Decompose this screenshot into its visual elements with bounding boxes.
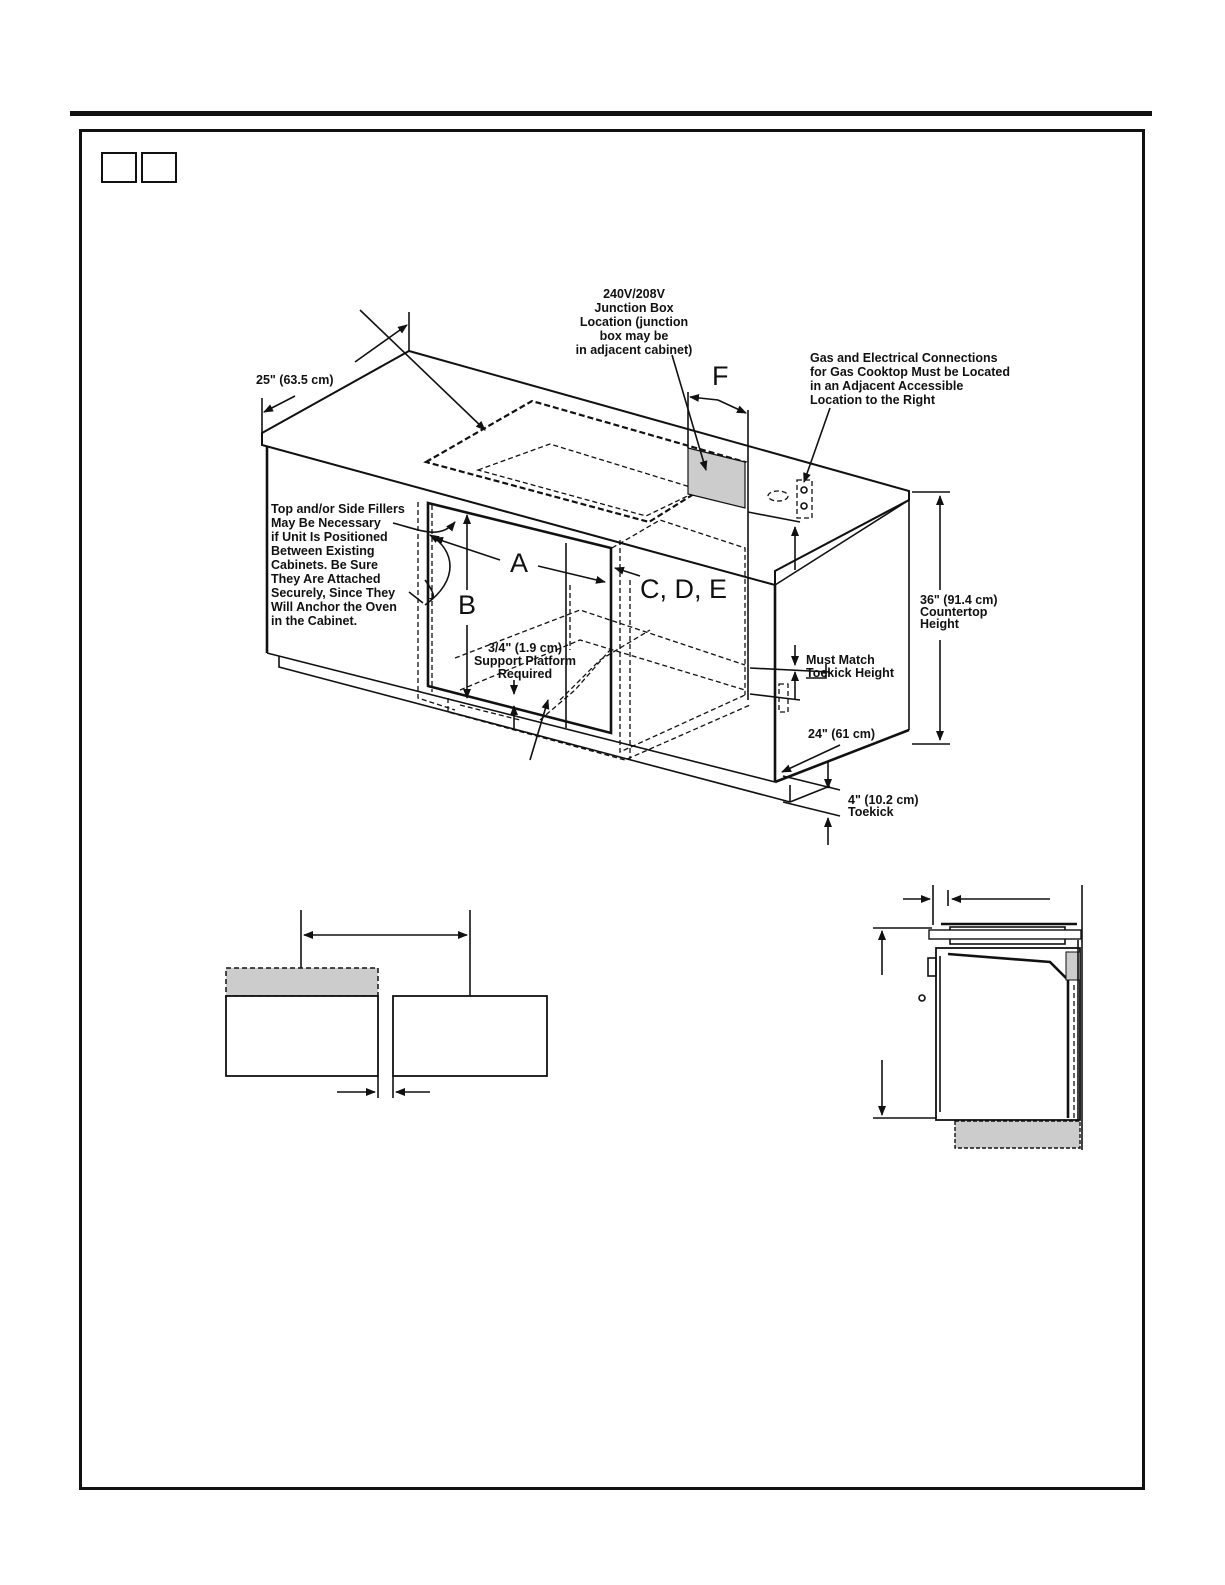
platform-label: 3/4" (1.9 cm) Support Platform Required <box>474 641 576 681</box>
svg-text:4" (10.2 cm): 4" (10.2 cm) <box>848 793 919 807</box>
a-dimension <box>433 537 641 584</box>
countertop-height-dimension <box>747 491 950 745</box>
dimension-cde-letters: C, D, E <box>640 574 727 604</box>
svg-text:They Are Attached: They Are Attached <box>271 572 381 586</box>
svg-text:in the Cabinet.: in the Cabinet. <box>271 614 357 628</box>
cabinet-isometric <box>261 309 950 845</box>
fillers-label: Top and/or Side Fillers May Be Necessary… <box>271 502 405 628</box>
svg-text:Toekick: Toekick <box>848 805 894 819</box>
cabinet-body <box>265 447 910 803</box>
gas-electrical-label: Gas and Electrical Connections for Gas C… <box>810 351 1010 407</box>
cabinet-depth-label: 24" (61 cm) <box>808 727 875 741</box>
support-platform-profile <box>954 1120 1081 1149</box>
depth-label: 25" (63.5 cm) <box>256 373 334 387</box>
svg-text:Gas and Electrical Connections: Gas and Electrical Connections <box>810 351 998 365</box>
svg-text:3/4" (1.9 cm): 3/4" (1.9 cm) <box>488 641 562 655</box>
toekick-match-dimension <box>749 645 831 701</box>
svg-text:May Be Necessary: May Be Necessary <box>271 516 381 530</box>
svg-text:Junction Box: Junction Box <box>594 301 673 315</box>
toekick-match-label: Must Match Toekick Height <box>806 653 895 680</box>
countertop-profile <box>928 929 1082 940</box>
svg-text:Must Match: Must Match <box>806 653 875 667</box>
svg-text:Location (junction: Location (junction <box>580 315 688 329</box>
countertop-height-label: 36" (91.4 cm) Countertop Height <box>920 593 998 631</box>
oven-body-profile <box>935 947 1081 1121</box>
side-view-diagram <box>873 885 1083 1150</box>
svg-text:36" (91.4 cm): 36" (91.4 cm) <box>920 593 998 607</box>
svg-text:if Unit Is Positioned: if Unit Is Positioned <box>271 530 388 544</box>
svg-text:Toekick Height: Toekick Height <box>806 666 895 680</box>
dimension-a-letter: A <box>510 548 528 578</box>
left-cabinet <box>225 995 379 1077</box>
depth-dimension <box>261 309 486 433</box>
outlet-symbol <box>767 479 813 713</box>
section-tab-right <box>141 152 177 183</box>
svg-text:Between Existing: Between Existing <box>271 544 375 558</box>
header-rule <box>70 111 1152 116</box>
svg-text:Required: Required <box>498 667 552 681</box>
dimension-b-letter: B <box>458 590 476 620</box>
svg-text:Countertop: Countertop <box>920 605 988 619</box>
f-dimension <box>671 354 749 700</box>
svg-text:in an Adjacent Accessible: in an Adjacent Accessible <box>810 379 963 393</box>
svg-text:240V/208V: 240V/208V <box>603 287 666 301</box>
svg-text:box may be: box may be <box>600 329 669 343</box>
svg-text:Height: Height <box>920 617 960 631</box>
svg-text:in adjacent cabinet): in adjacent cabinet) <box>576 343 693 357</box>
svg-text:Will Anchor the Oven: Will Anchor the Oven <box>271 600 397 614</box>
filler-strip <box>225 967 379 997</box>
svg-text:Support Platform: Support Platform <box>474 654 576 668</box>
figure-frame <box>79 129 1145 1490</box>
junction-box-label: 240V/208V Junction Box Location (junctio… <box>576 287 693 357</box>
oven-opening <box>426 501 613 735</box>
svg-text:Cabinets. Be Sure: Cabinets. Be Sure <box>271 558 378 572</box>
svg-text:Securely, Since They: Securely, Since They <box>271 586 395 600</box>
svg-text:Top and/or Side Fillers: Top and/or Side Fillers <box>271 502 405 516</box>
right-cabinet <box>392 995 548 1077</box>
dimension-f-letter: F <box>712 361 729 391</box>
section-tab-left <box>101 152 137 183</box>
svg-text:Location to the Right: Location to the Right <box>810 393 936 407</box>
adjacent-cabinets-diagram <box>225 910 548 1098</box>
toekick-label: 4" (10.2 cm) Toekick <box>848 793 919 819</box>
svg-text:for Gas Cooktop Must be Locate: for Gas Cooktop Must be Located <box>810 365 1010 379</box>
